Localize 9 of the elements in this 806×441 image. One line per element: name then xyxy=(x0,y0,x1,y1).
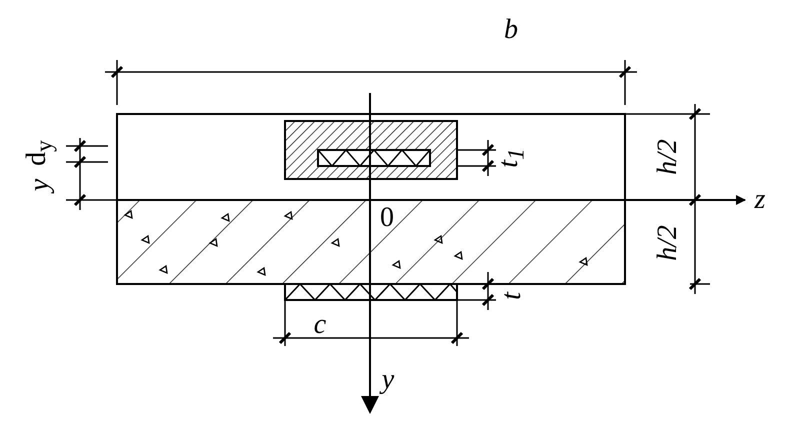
axis-label: y xyxy=(382,366,394,394)
dimension-label: h/2 xyxy=(654,225,682,261)
axis-label: y xyxy=(26,178,54,192)
dimension-label: h/2 xyxy=(654,139,682,175)
axis-label: z xyxy=(754,186,766,214)
dimension-label: b xyxy=(504,16,518,44)
origin-label: 0 xyxy=(380,204,394,232)
dimension-label: t xyxy=(498,292,526,300)
dimension-label: c xyxy=(314,311,326,339)
